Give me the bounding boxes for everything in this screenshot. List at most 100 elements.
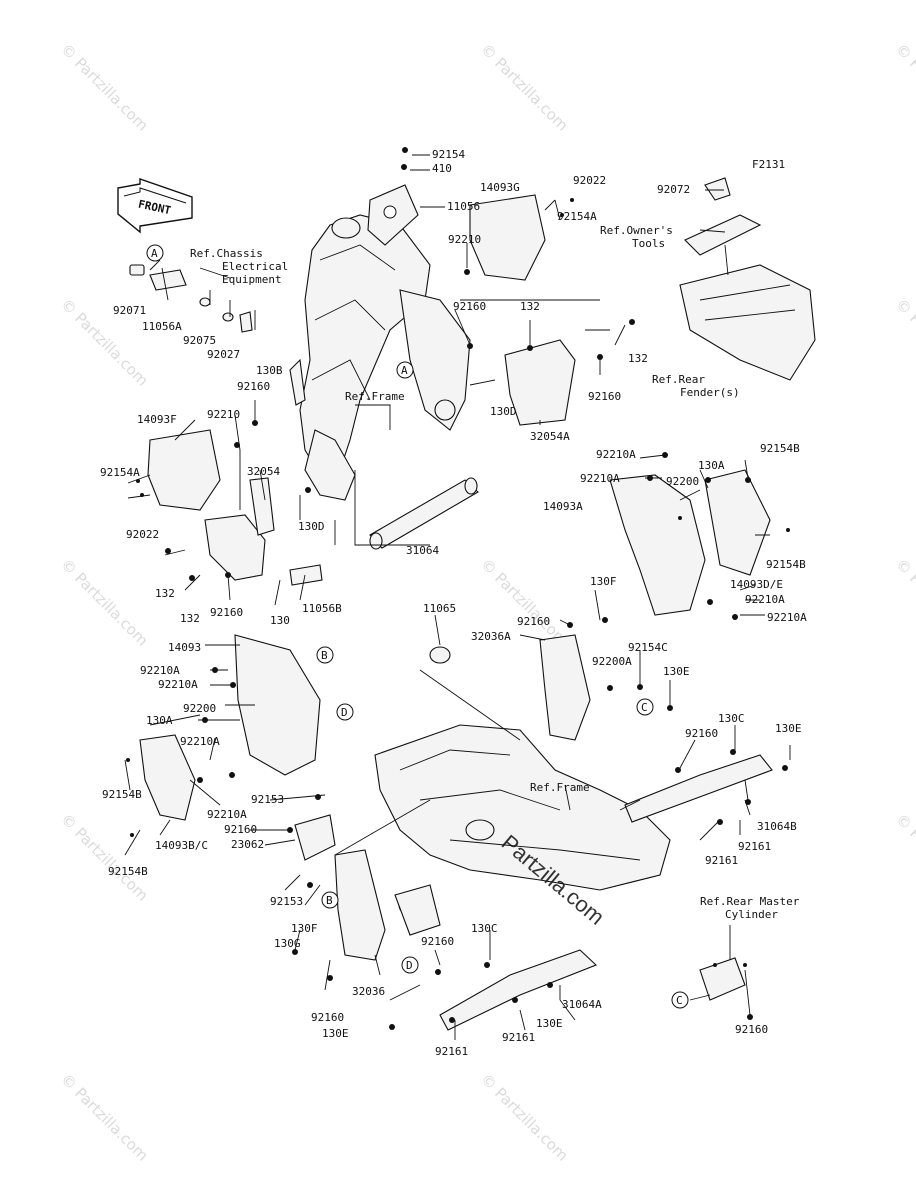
ref-frame-bottom: Ref.Frame: [530, 781, 590, 794]
callout-b-cover: B: [316, 646, 334, 664]
ref-rear-master-line2: Cylinder: [725, 908, 778, 921]
svg-text:A: A: [151, 247, 158, 260]
svg-text:C: C: [641, 701, 648, 714]
part-label: 31064B: [757, 820, 797, 833]
ref-rear-master-line1: Ref.Rear Master: [700, 895, 800, 908]
part-label: 92154B: [766, 558, 806, 571]
seal-11065-drawing: [429, 646, 451, 664]
part-label: 130A: [698, 459, 725, 472]
bracket-left-drawing: [204, 477, 323, 586]
leader-lines: [124, 154, 791, 1040]
part-label: 92160: [453, 300, 486, 313]
arm-31064A-drawing: [439, 949, 598, 1031]
callout-a-frame: A: [396, 361, 414, 379]
part-label: 92160: [685, 727, 718, 740]
part-label: 410: [432, 162, 452, 175]
part-label: 92200A: [592, 655, 632, 668]
part-label: 132: [180, 612, 200, 625]
bracket-32036A-drawing: [539, 634, 591, 741]
part-label: 130E: [663, 665, 690, 678]
part-label: 14093B/C: [155, 839, 208, 852]
part-label: 92154B: [108, 865, 148, 878]
part-label: 92154A: [100, 466, 140, 479]
svg-text:A: A: [401, 364, 408, 377]
part-label: 92210: [207, 408, 240, 421]
part-label: 92200: [183, 702, 216, 715]
cover-14093DE-drawing: [704, 469, 771, 576]
part-label: 31064: [406, 544, 439, 557]
part-label: 92022: [573, 174, 606, 187]
bracket-23062-drawing: [294, 814, 336, 861]
part-label: 92210A: [596, 448, 636, 461]
front-arrow-icon: FRONT: [117, 178, 193, 234]
watermark-text: © Partzilla.com: [57, 1070, 152, 1165]
callout-d-cover: D: [336, 703, 354, 721]
part-label: 32036A: [471, 630, 511, 643]
watermark-text: © Partzilla.com: [477, 1070, 572, 1165]
part-label: 31064A: [562, 998, 602, 1011]
part-label: 92160: [735, 1023, 768, 1036]
ref-chassis-line1: Ref.Chassis: [190, 247, 263, 260]
part-label: 92160: [311, 1011, 344, 1024]
svg-text:C: C: [676, 994, 683, 1007]
part-label: 92160: [517, 615, 550, 628]
part-label: 132: [628, 352, 648, 365]
ref-rear-fender-line2: Fender(s): [680, 386, 740, 399]
part-label: 11065: [423, 602, 456, 615]
part-label: 92154B: [102, 788, 142, 801]
part-label: 14093: [168, 641, 201, 654]
part-label: 92210A: [207, 808, 247, 821]
svg-text:D: D: [406, 959, 413, 972]
part-label: 130: [270, 614, 290, 627]
part-label: 11056B: [302, 602, 342, 615]
part-label: 130B: [256, 364, 283, 377]
part-label: 130E: [536, 1017, 563, 1030]
watermark-text: © Partzilla.com: [57, 810, 152, 905]
watermark-text: © Partzilla.com: [57, 555, 152, 650]
part-label: 92161: [435, 1045, 468, 1058]
watermark-text: © Partzilla.com: [892, 295, 916, 390]
arm-31064B-drawing: [624, 754, 773, 823]
part-label: 92210A: [767, 611, 807, 624]
watermark-text: © Partzilla.com: [892, 810, 916, 905]
watermark-text: © Partzilla.com: [57, 40, 152, 135]
cover-14093G-drawing: [469, 194, 546, 281]
ref-chassis-line3: Equipment: [222, 273, 282, 286]
part-label: 130F: [590, 575, 617, 588]
watermark-text: © Partzilla.com: [892, 555, 916, 650]
part-label: 92160: [588, 390, 621, 403]
part-label: 130G: [274, 937, 301, 950]
part-label: 92210A: [580, 472, 620, 485]
watermark-text: © Partzilla.com: [477, 40, 572, 135]
lower-frame-drawing: [374, 724, 671, 936]
part-label: 92210A: [140, 664, 180, 677]
part-label: 14093A: [543, 500, 583, 513]
part-label: 92161: [738, 840, 771, 853]
part-label: 92022: [126, 528, 159, 541]
part-label: 14093G: [480, 181, 520, 194]
part-label: 132: [520, 300, 540, 313]
ref-owners-tools-line2: Tools: [632, 237, 665, 250]
callout-d-lower: D: [401, 956, 419, 974]
bracket-32054A-drawing: [504, 339, 576, 426]
callout-a-top: A: [146, 244, 164, 262]
part-label: 14093F: [137, 413, 177, 426]
part-label: 130C: [471, 922, 498, 935]
svg-text:B: B: [326, 894, 333, 907]
figure-code: F2131: [752, 158, 785, 171]
cover-14093BC-drawing: [139, 734, 196, 821]
part-label: 130F: [291, 922, 318, 935]
part-label: 92210A: [180, 735, 220, 748]
part-label: 32054: [247, 465, 280, 478]
ref-rear-fender-line1: Ref.Rear: [652, 373, 705, 386]
main-frame-drawing: [289, 214, 471, 501]
callout-c-master: C: [671, 991, 689, 1009]
part-label: 14093D/E: [730, 578, 783, 591]
part-label: 23062: [231, 838, 264, 851]
callout-circles: A A B B C C D D: [146, 244, 689, 1009]
cover-14093A-drawing: [609, 474, 706, 616]
part-label: 92161: [705, 854, 738, 867]
part-label: 130C: [718, 712, 745, 725]
